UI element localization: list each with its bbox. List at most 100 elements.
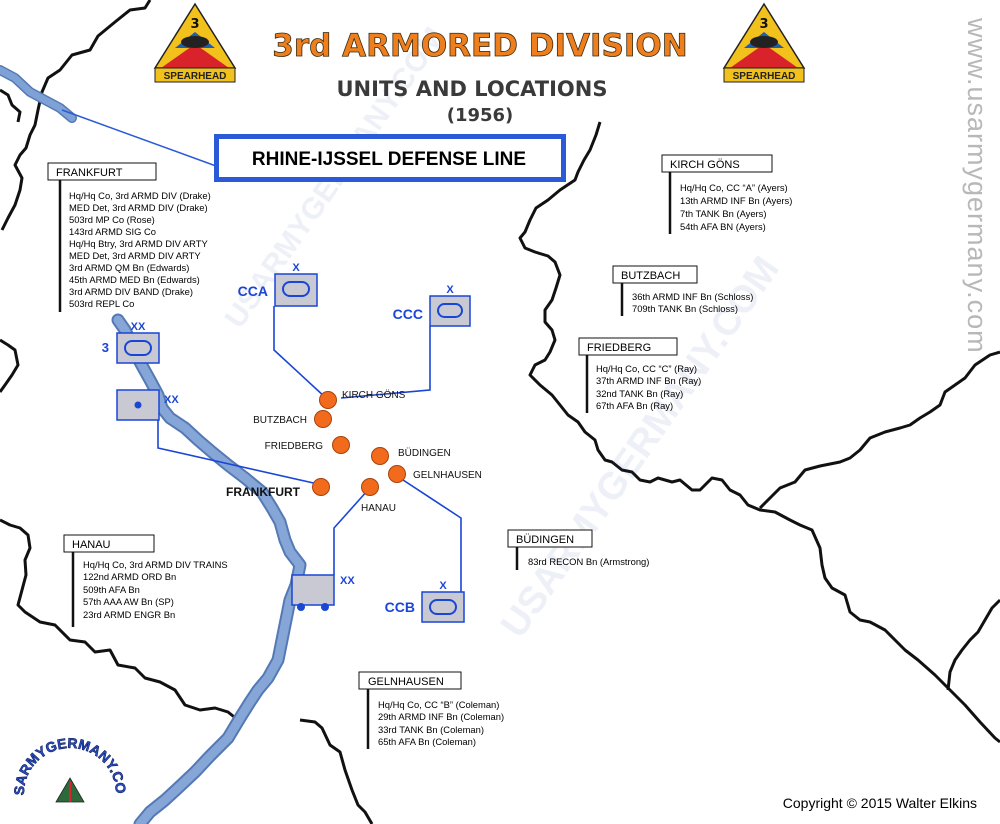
town-marker-hanau[interactable] — [361, 478, 379, 496]
town-label-budingen: BÜDINGEN — [398, 447, 451, 459]
town-marker-gelnhausen[interactable] — [388, 465, 406, 483]
town-marker-friedberg[interactable] — [332, 436, 350, 454]
connector-cca — [273, 306, 327, 399]
garrison-unit: Hq/Hq Co, CC “A” (Ayers) — [680, 182, 788, 193]
armor-oval — [282, 281, 310, 297]
garrison-title-box — [63, 534, 155, 553]
patch-banner — [154, 67, 236, 83]
town-label-hanau: HANAU — [361, 503, 396, 514]
border-south-center — [299, 718, 374, 824]
patch-number: 3 — [190, 17, 199, 32]
unit-division-hq-symbol[interactable]: XX 3 — [102, 321, 160, 364]
garrison-unit: 45th ARMD MED Bn (Edwards) — [69, 274, 200, 285]
main-title: 3rd ARMORED DIVISION — [272, 28, 687, 64]
wheel-right — [321, 603, 329, 611]
div-hq-label: 3 — [102, 340, 109, 355]
garrison-title: KIRCH GÖNS — [670, 159, 740, 171]
side-url-watermark: www.usarmygermany.com — [962, 17, 992, 354]
border-left-edge — [0, 88, 22, 123]
subtitle: UNITS AND LOCATIONS — [337, 77, 608, 101]
town-label-frankfurt: FRANKFURT — [226, 485, 301, 499]
patch-banner — [723, 67, 805, 83]
garrison-unit: 54th AFA BN (Ayers) — [680, 221, 766, 232]
ccb-frame — [421, 591, 465, 623]
division-patch-right: 3 SPEARHEAD — [722, 2, 806, 83]
defense-line-callout: RHINE-IJSSEL DEFENSE LINE — [61, 109, 566, 182]
artillery-dot — [134, 401, 142, 409]
defense-line-pointer — [61, 109, 217, 167]
garrison-unit: 13th ARMD INF Bn (Ayers) — [680, 195, 792, 206]
trains-frame — [291, 574, 335, 606]
garrison-unit: 67th AFA Bn (Ray) — [596, 400, 673, 411]
garrison-box-frankfurt: FRANKFURT Hq/Hq Co, 3rd ARMD DIV (Drake)… — [47, 162, 211, 312]
town-markers — [312, 391, 406, 496]
defense-line-box-inner — [219, 139, 561, 177]
garrison-unit: 57th AAA AW Bn (SP) — [83, 596, 174, 607]
cca-frame — [274, 273, 318, 307]
garrison-unit: 122nd ARMD ORD Bn — [83, 571, 176, 582]
garrison-unit: 3rd ARMD DIV BAND (Drake) — [69, 286, 193, 297]
connector-lines — [157, 306, 462, 592]
cca-label: CCA — [238, 283, 268, 299]
trains-echelon: XX — [340, 575, 355, 587]
garrison-unit: 509th AFA Bn — [83, 584, 140, 595]
patch-tank — [750, 36, 778, 48]
connector-trains — [333, 489, 369, 575]
town-label-friedberg: FRIEDBERG — [265, 441, 324, 452]
garrison-title-box — [661, 154, 773, 173]
usarmygermany-logo: USARMYGERMANY.COM — [11, 735, 130, 803]
garrison-unit: Hq/Hq Co, 3rd ARMD DIV (Drake) — [69, 190, 211, 201]
patch-banner-text: SPEARHEAD — [733, 71, 796, 82]
river-main-fill — [113, 315, 305, 824]
border-top-left — [0, 0, 152, 231]
town-marker-butzbach[interactable] — [314, 410, 332, 428]
garrison-unit: 32nd TANK Bn (Ray) — [596, 388, 683, 399]
patch-tank — [181, 36, 209, 48]
garrison-unit-list: Hq/Hq Co, 3rd ARMD DIV (Drake) MED Det, … — [69, 190, 211, 309]
garrison-unit: Hq/Hq Btry, 3rd ARMD DIV ARTY — [69, 238, 208, 249]
connector-div-rear — [157, 420, 319, 485]
garrison-unit: Hq/Hq Co, CC “B” (Coleman) — [378, 699, 499, 710]
unit-division-rear-symbol[interactable]: XX — [116, 389, 179, 421]
border-left-mid — [0, 338, 20, 393]
garrison-unit: MED Det, 3rd ARMD DIV (Drake) — [69, 202, 208, 213]
wheel-left — [297, 603, 305, 611]
armor-oval — [429, 599, 457, 615]
garrison-unit: 503rd REPL Co — [69, 298, 134, 309]
garrison-unit: 37th ARMD INF Bn (Ray) — [596, 375, 701, 386]
armor-oval — [437, 303, 463, 318]
unit-ccc-symbol[interactable]: X CCC — [393, 284, 471, 327]
unit-cca-symbol[interactable]: X CCA — [238, 262, 318, 307]
unit-division-trains-symbol[interactable]: XX — [291, 574, 355, 611]
garrison-box-kirch-gons: KIRCH GÖNS Hq/Hq Co, CC “A” (Ayers) 13th… — [661, 154, 792, 234]
garrison-unit: MED Det, 3rd ARMD DIV ARTY — [69, 250, 201, 261]
garrison-title-box — [612, 265, 698, 284]
town-label-kirch-gons: KIRCH GÖNS — [342, 389, 406, 401]
border-east-upper — [758, 350, 1000, 510]
town-label-gelnhausen: GELNHAUSEN — [413, 470, 482, 481]
garrison-title-box — [358, 671, 462, 690]
garrison-title: FRANKFURT — [56, 167, 123, 179]
unit-ccb-symbol[interactable]: X CCB — [385, 580, 465, 623]
garrison-title-box — [507, 529, 593, 548]
garrison-box-budingen: BÜDINGEN 83rd RECON Bn (Armstrong) — [507, 529, 649, 570]
garrison-title: GELNHAUSEN — [368, 676, 444, 688]
town-marker-kirch-gons[interactable] — [319, 391, 337, 409]
town-marker-budingen[interactable] — [371, 447, 389, 465]
garrison-box-butzbach: BUTZBACH 36th ARMD INF Bn (Schloss) 709t… — [612, 265, 753, 316]
garrison-unit: 23rd ARMD ENGR Bn — [83, 609, 175, 620]
garrison-box-gelnhausen: GELNHAUSEN Hq/Hq Co, CC “B” (Coleman) 29… — [358, 671, 504, 749]
armor-oval — [124, 340, 152, 356]
connector-ccc — [340, 326, 431, 399]
div-hq-echelon: XX — [131, 321, 146, 333]
div-hq-frame — [116, 332, 160, 364]
garrison-title-box — [47, 162, 157, 181]
garrison-unit: 65th AFA Bn (Coleman) — [378, 736, 476, 747]
town-label-butzbach: BUTZBACH — [253, 415, 307, 426]
town-marker-frankfurt[interactable] — [312, 478, 330, 496]
garrison-unit: 33rd TANK Bn (Coleman) — [378, 724, 484, 735]
garrison-unit: 29th ARMD INF Bn (Coleman) — [378, 711, 504, 722]
div-rear-echelon: XX — [164, 394, 179, 406]
ccb-label: CCB — [385, 599, 415, 615]
garrison-unit: 3rd ARMD QM Bn (Edwards) — [69, 262, 189, 273]
